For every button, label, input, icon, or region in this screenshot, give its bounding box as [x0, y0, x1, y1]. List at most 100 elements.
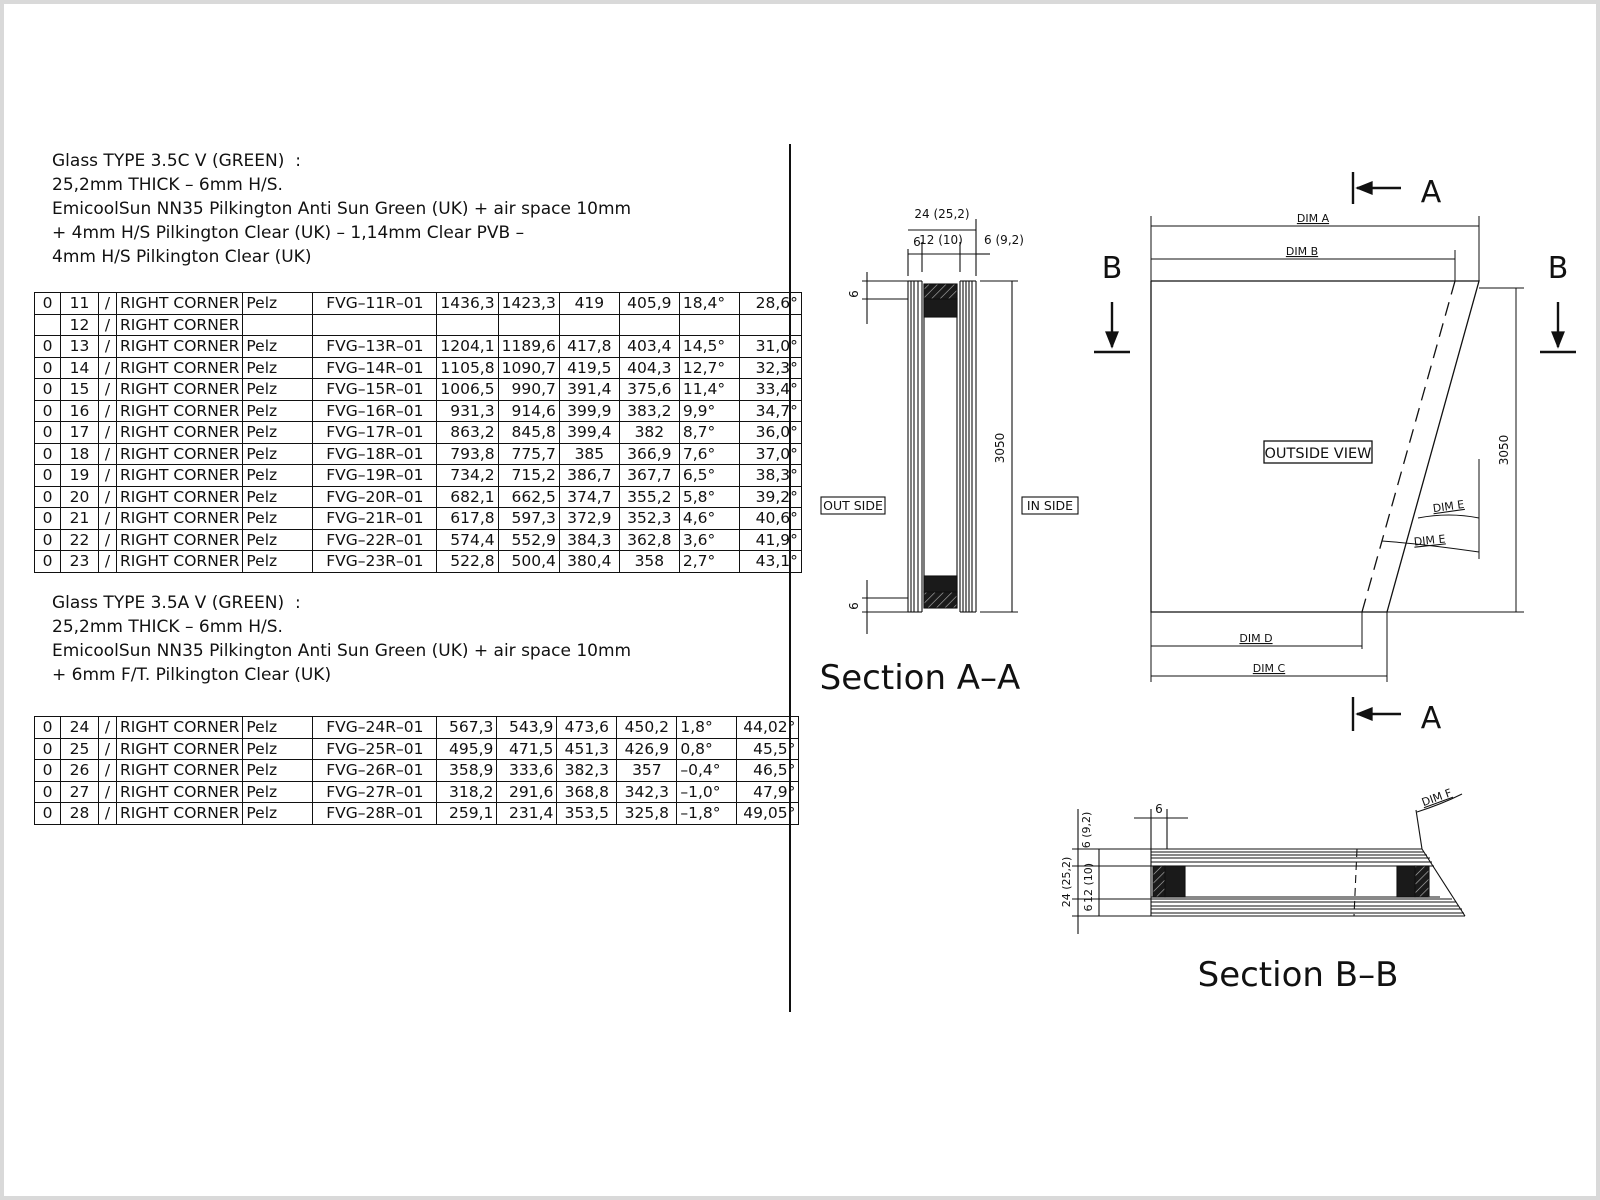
table-cell: 450,2 [616, 716, 678, 739]
dim-e-label-upper: DIM E [1432, 498, 1465, 515]
table-cell: RIGHT CORNER [115, 356, 244, 379]
table-cell: 0 [34, 335, 61, 358]
outside-view-labels: DIM A DIM B DIM D DIM C DIM E DIM E OUTS… [1102, 175, 1569, 736]
table-cell: 26 [60, 759, 99, 782]
table-cell: / [98, 780, 117, 803]
bb-sealant-left [1164, 865, 1186, 898]
table-cell: / [98, 716, 117, 739]
table-cell: 715,2 [497, 464, 560, 487]
table-cell: 1204,1 [436, 335, 499, 358]
table-cell: RIGHT CORNER [115, 335, 244, 358]
table-cell: 374,7 [558, 485, 620, 508]
table-cell: 18,4° [678, 292, 740, 315]
table-cell: 43,1° [738, 550, 802, 573]
table-cell: 451,3 [556, 737, 618, 760]
dim-top-label: 6 [847, 290, 861, 298]
table-cell: 36,0° [738, 421, 802, 444]
table-cell: RIGHT CORNER [115, 378, 244, 401]
table-cell: 259,1 [436, 802, 498, 825]
table-cell: 39,2° [738, 485, 802, 508]
in-side-label: IN SIDE [1027, 498, 1073, 513]
table-cell: FVG–28R–01 [312, 802, 438, 825]
table-cell: 426,9 [616, 737, 678, 760]
table-cell: RIGHT CORNER [115, 292, 244, 315]
table-row: 12/RIGHT CORNER [34, 313, 802, 336]
table-cell: 45,5° [736, 737, 800, 760]
table-cell: Pelz [242, 550, 314, 573]
table-cell: FVG–20R–01 [312, 485, 438, 508]
table-cell: / [98, 442, 117, 465]
table-cell: 0 [34, 464, 61, 487]
dim-right-label: 6 (9,2) [984, 233, 1024, 247]
table-cell: 19 [60, 464, 99, 487]
table-cell: FVG–26R–01 [312, 759, 438, 782]
table-cell: / [98, 378, 117, 401]
table-cell: 13 [60, 335, 99, 358]
table-cell: 1090,7 [497, 356, 560, 379]
table-cell: FVG–14R–01 [312, 356, 438, 379]
in-side-box [1021, 496, 1079, 515]
table-cell: 386,7 [558, 464, 620, 487]
table-cell: 567,3 [436, 716, 498, 739]
bb-dim-gap-label: 12 (10) [1082, 863, 1095, 903]
outside-height-label: 3050 [1497, 435, 1511, 466]
table-cell: 352,3 [618, 507, 680, 530]
table-cell: Pelz [242, 759, 314, 782]
table-cell: Pelz [242, 780, 314, 803]
bb-spacer-right [1414, 865, 1430, 898]
table-cell: 1436,3 [436, 292, 499, 315]
table-cell: 385 [558, 442, 620, 465]
out-side-label: OUT SIDE [823, 498, 883, 513]
table-cell: FVG–24R–01 [312, 716, 438, 739]
note-line: + 6mm F/T. Pilkington Clear (UK) [52, 665, 332, 685]
table-cell: 0 [34, 802, 61, 825]
bb-dim-f-label: DIM F [1420, 786, 1454, 809]
table-cell: 0 [34, 759, 61, 782]
table-cell: 41,9° [738, 528, 802, 551]
table-cell: 28,6° [738, 292, 802, 315]
table-cell: 358,9 [436, 759, 498, 782]
table-cell: 342,3 [616, 780, 678, 803]
table-cell: 12,7° [678, 356, 740, 379]
table-cell: 1423,3 [497, 292, 560, 315]
outside-view-box [1263, 440, 1373, 464]
table-cell: 617,8 [436, 507, 499, 530]
dim-b-label: DIM B [1286, 245, 1318, 258]
table-cell: 1006,5 [436, 378, 499, 401]
table-cell: 27 [60, 780, 99, 803]
table-cell: 8,7° [678, 421, 740, 444]
outer-lite-lines [907, 280, 923, 613]
table-cell: FVG–11R–01 [312, 292, 438, 315]
table-cell: –1,8° [676, 802, 738, 825]
bb-dim-total-label: 24 (25,2) [1060, 857, 1073, 908]
table-cell: 500,4 [497, 550, 560, 573]
table-cell: 28 [60, 802, 99, 825]
table-cell: FVG–17R–01 [312, 421, 438, 444]
table-cell: Pelz [242, 464, 314, 487]
table-cell [34, 313, 61, 336]
table-cell: RIGHT CORNER [115, 780, 244, 803]
table-cell: Pelz [242, 335, 314, 358]
table-cell: 404,3 [618, 356, 680, 379]
table-cell: RIGHT CORNER [115, 399, 244, 422]
table-cell: 49,05° [736, 802, 800, 825]
table-cell: RIGHT CORNER [115, 442, 244, 465]
outside-view-label: OUTSIDE VIEW [1265, 446, 1372, 462]
table-cell: 3,6° [678, 528, 740, 551]
table-cell: / [98, 356, 117, 379]
table-cell: FVG–13R–01 [312, 335, 438, 358]
table-cell: 1,8° [676, 716, 738, 739]
table-cell: 1105,8 [436, 356, 499, 379]
section-bb-labels: 6 6 (9,2) 24 (25,2) 12 (10) 6 DIM F Sect… [1060, 786, 1454, 995]
table-cell: 0 [34, 485, 61, 508]
table-cell: 24 [60, 716, 99, 739]
